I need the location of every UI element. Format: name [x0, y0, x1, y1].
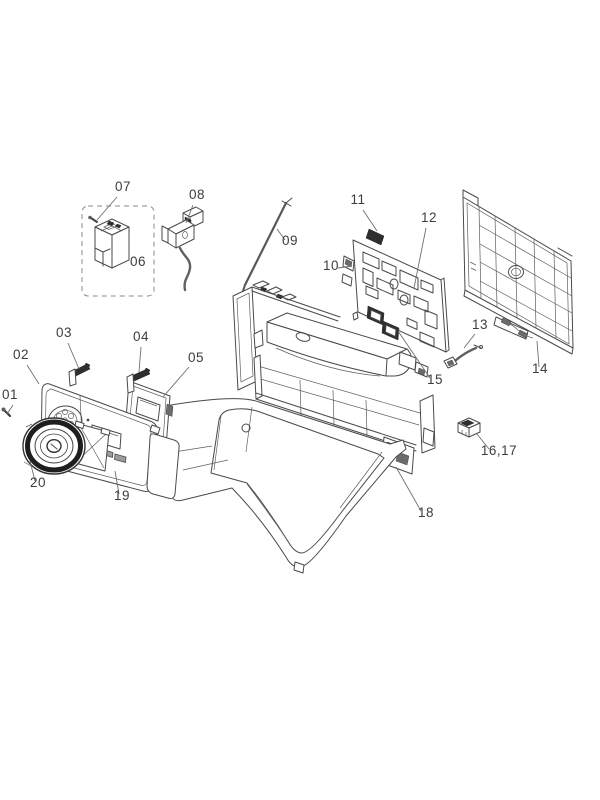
callout-label-03: 03: [56, 325, 72, 340]
callout-label-04: 04: [133, 329, 149, 344]
part-front-frame: [163, 398, 407, 574]
callout-label-11: 11: [350, 192, 365, 207]
part-connector-block: [457, 417, 481, 438]
callout-label-19: 19: [114, 488, 130, 503]
part-cable-13: [443, 344, 483, 369]
callout-layer: 01 02 03 04 05 06 07 08 09 10 11 12 13 14 15 16,17 18 19 2…: [2, 179, 548, 520]
callout-leader-03: [67, 342, 80, 370]
callout-label-16,17: 16,17: [481, 443, 517, 458]
callout-label-07: 07: [115, 179, 131, 194]
callout-label-15: 15: [427, 372, 443, 387]
callout-leader-11: [362, 209, 378, 232]
callout-label-06: 06: [130, 254, 146, 269]
part-back-panel: [462, 189, 574, 355]
callout-label-14: 14: [532, 361, 548, 376]
callout-leader-16,17: [476, 433, 490, 450]
callout-label-02: 02: [13, 347, 29, 362]
kit-dashed-box: [81, 205, 155, 297]
part-bracket-kit: [81, 205, 155, 297]
callout-leader-02: [26, 364, 40, 385]
part-clip-03: [68, 362, 91, 387]
part-main-pcb: [341, 228, 450, 353]
callout-label-10: 10: [323, 258, 339, 273]
callout-label-09: 09: [282, 233, 298, 248]
callout-leader-08: [185, 204, 194, 224]
callout-label-01: 01: [2, 387, 18, 402]
pcb-connector-11: [365, 228, 385, 246]
panel-latch: [500, 317, 512, 327]
callout-leader-09: [276, 228, 286, 241]
callout-leader-07: [96, 196, 118, 221]
part-switch-cable: [161, 206, 204, 292]
callout-leader-14: [536, 340, 540, 368]
callout-label-18: 18: [418, 505, 434, 520]
part-antenna-rod: [242, 197, 293, 292]
callout-leader-18: [395, 466, 422, 512]
callout-leader-05: [162, 366, 190, 398]
callout-leader-10: [337, 265, 353, 269]
panel-right-door: [146, 433, 180, 499]
callout-label-20: 20: [30, 475, 46, 490]
callout-leader-15: [397, 330, 431, 379]
part-screw-01: [1, 407, 12, 418]
callout-leader-19: [114, 470, 120, 495]
part-clip-04: [126, 367, 151, 394]
part-screw-07: [88, 215, 98, 223]
panel-latch: [517, 329, 529, 339]
callout-label-05: 05: [188, 350, 204, 365]
part-speaker: [22, 417, 111, 475]
callout-leader-12: [413, 227, 427, 289]
callout-label-08: 08: [189, 187, 205, 202]
callout-label-13: 13: [472, 317, 488, 332]
callout-leader-01: [6, 404, 14, 415]
callout-leader-04: [138, 346, 142, 373]
callout-leader-20: [29, 460, 36, 482]
callout-label-12: 12: [421, 210, 437, 225]
callout-leader-13: [463, 333, 476, 349]
